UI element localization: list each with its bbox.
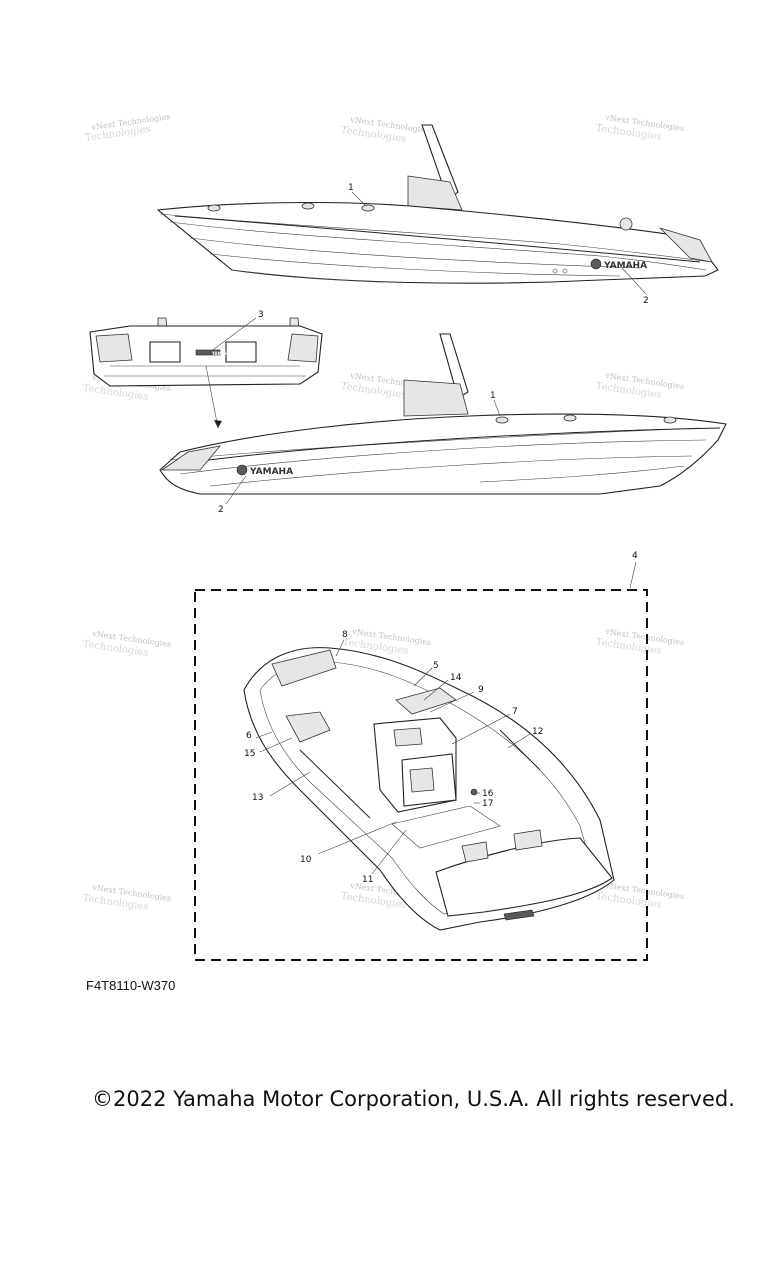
yamaha-logo-icon xyxy=(236,464,248,476)
callout-1: 1 xyxy=(490,391,496,401)
callout-8: 8 xyxy=(342,630,348,640)
watermark: vNext Technologies Technologies xyxy=(340,115,430,145)
callouts-deck: 8 5 14 9 7 12 6 15 13 16 17 10 11 xyxy=(244,630,543,885)
watermark: vNext Technologies Technologies xyxy=(595,113,685,143)
callouts-transom: 3 xyxy=(205,310,264,429)
callout-15: 15 xyxy=(244,749,255,759)
logo-text: YAMAHA xyxy=(249,467,293,477)
watermark: vNext Technologies Technologies xyxy=(82,629,172,659)
callout-11: 11 xyxy=(362,875,373,885)
callout-5: 5 xyxy=(433,661,439,671)
callout-7: 7 xyxy=(512,707,518,717)
watermark: vNext Technologies Technologies xyxy=(595,881,685,911)
logo-text: YAMAHA xyxy=(603,261,647,271)
part-code: F4T8110-W370 xyxy=(86,978,176,993)
callout-1: 1 xyxy=(348,183,354,193)
callouts-view-2: 1 2 xyxy=(218,391,501,515)
callout-3: 3 xyxy=(258,310,264,320)
boat-side-view-port: YAMAHA xyxy=(159,333,727,495)
watermark: vNext Technologies Technologies xyxy=(595,627,685,657)
watermark: vNext Technologies Technologies xyxy=(84,112,171,144)
callout-6: 6 xyxy=(246,731,252,741)
deck-kit-box: 4 xyxy=(194,551,648,961)
watermark: vNext Technologies Technologies xyxy=(82,883,172,913)
boat-deck-view xyxy=(243,647,615,931)
logo-text: YAMAHA xyxy=(211,351,232,356)
copyright-notice: ©2022 Yamaha Motor Corporation, U.S.A. A… xyxy=(92,1087,735,1111)
callout-4: 4 xyxy=(632,551,638,561)
callout-9: 9 xyxy=(478,685,484,695)
boat-side-view-starboard: YAMAHA xyxy=(156,124,719,284)
callout-12: 12 xyxy=(532,727,543,737)
callout-14: 14 xyxy=(450,673,462,683)
callout-10: 10 xyxy=(300,855,312,865)
callout-13: 13 xyxy=(252,793,263,803)
callout-17: 17 xyxy=(482,799,493,809)
watermark: vNext Technologies Technologies xyxy=(595,371,685,401)
callout-2: 2 xyxy=(643,296,649,306)
yamaha-logo-icon xyxy=(590,258,602,270)
callout-2: 2 xyxy=(218,505,224,515)
callout-16: 16 xyxy=(482,789,494,799)
callouts-view-1: 1 2 xyxy=(348,183,649,306)
boat-transom-view: YAMAHA xyxy=(89,317,323,387)
